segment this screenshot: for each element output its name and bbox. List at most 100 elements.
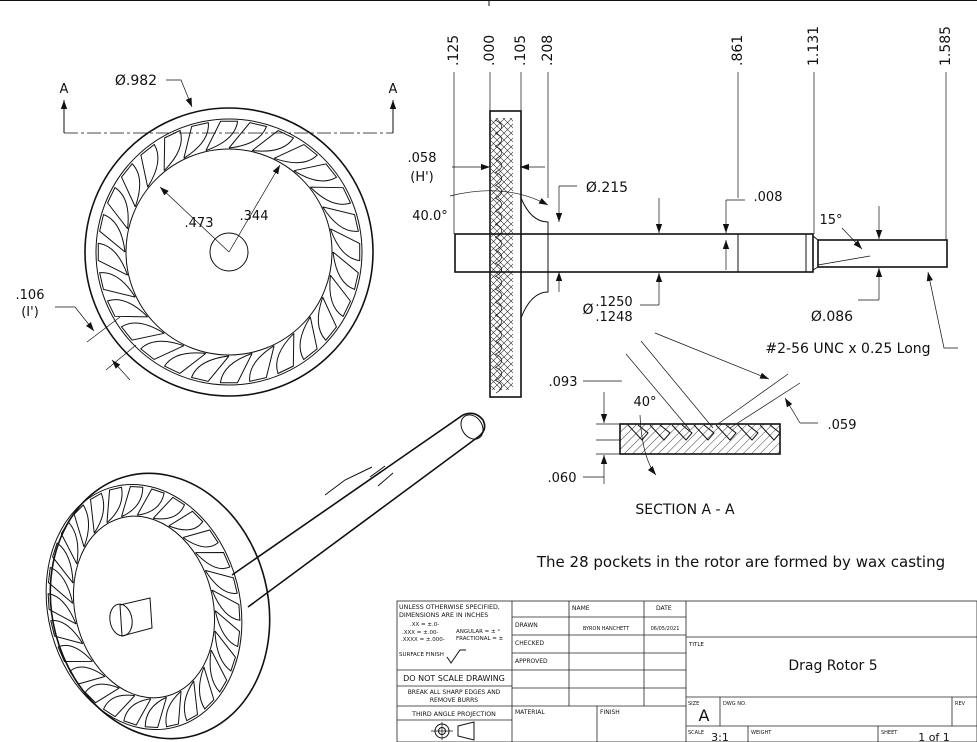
disc-pocket xyxy=(494,314,503,329)
pocket-depth-label: .106 xyxy=(16,288,45,303)
pocket xyxy=(249,345,275,382)
iso-pocket xyxy=(50,620,84,645)
tb-row-checked: CHECKED xyxy=(515,640,544,647)
pocket xyxy=(332,251,359,291)
disc-pocket-outlines xyxy=(494,119,503,394)
tb-break-edges-2: REMOVE BURRS xyxy=(430,697,478,704)
diameter-leader xyxy=(166,79,193,108)
section-pocket xyxy=(737,424,759,441)
third-angle-projection-icon xyxy=(431,721,475,741)
tb-size: A xyxy=(699,706,710,725)
rotor-pocket-hatch xyxy=(491,118,513,390)
shaft-tip xyxy=(817,239,948,268)
disc-pocket xyxy=(494,301,503,316)
iso-pocket xyxy=(183,680,199,722)
pocket xyxy=(120,163,141,208)
iso-pocket xyxy=(211,589,241,621)
pocket xyxy=(163,129,182,172)
front-view: A A .473 .344 Ø.982 .106 (I') xyxy=(16,73,398,397)
pocket xyxy=(99,272,136,298)
pocket xyxy=(183,122,209,159)
tb-row-approved: APPROVED xyxy=(515,658,548,665)
pocket-depth-ext-1 xyxy=(86,316,121,343)
disc-pocket xyxy=(494,223,503,238)
pocket xyxy=(329,274,352,318)
top-dim-label: 1.585 xyxy=(938,26,954,66)
pocket xyxy=(120,322,165,341)
iso-wheel-face xyxy=(45,483,243,731)
iso-pocket xyxy=(204,569,238,594)
disc-pocket xyxy=(494,340,503,355)
iso-pocket xyxy=(121,485,144,518)
iso-pocket xyxy=(102,694,136,718)
iso-wheel-pockets xyxy=(47,485,241,729)
section-pocket xyxy=(759,424,781,441)
section-dim-b-arrow xyxy=(784,397,801,424)
iso-hub-face xyxy=(109,603,133,637)
tb-scale-label: SCALE xyxy=(688,730,704,736)
pocket-depth-symbol: (I') xyxy=(21,305,39,320)
disc-pocket xyxy=(494,288,503,303)
pocket-depth-arrow-top xyxy=(74,306,95,332)
pocket xyxy=(140,143,159,188)
h-dim-symbol: (H') xyxy=(410,170,434,185)
section-dim-93-arrow xyxy=(654,332,770,380)
disc-pocket xyxy=(494,262,503,277)
tb-tol-xxx: .XXXX = ±.000- xyxy=(401,637,445,643)
tb-finish: FINISH xyxy=(600,709,620,716)
top-dim-label: .208 xyxy=(540,35,556,66)
section-pocket xyxy=(627,424,649,441)
rotor-rim-inner-edge xyxy=(95,118,363,386)
iso-pocket xyxy=(214,610,241,648)
hub-fillet xyxy=(520,197,549,319)
surface-finish-symbol-icon xyxy=(446,649,466,664)
tb-drawn-name: BYRON HANCHETT xyxy=(583,626,630,632)
pocket-depth-arrow-bottom xyxy=(111,359,131,381)
tb-tol-x: .XX = ±.0- xyxy=(410,622,439,628)
iso-pocket xyxy=(165,690,182,728)
tb-weight-label: WEIGHT xyxy=(751,730,772,736)
casting-note: The 28 pockets in the rotor are formed b… xyxy=(536,553,945,571)
iso-pocket xyxy=(168,510,204,531)
iso-pocket xyxy=(106,486,123,524)
tb-rev-label: REV xyxy=(955,701,966,707)
pocket xyxy=(205,120,239,152)
section-dim-b: .059 xyxy=(828,418,857,433)
disc-pocket xyxy=(494,353,503,368)
rotor-disc-profile xyxy=(489,110,522,398)
pocket xyxy=(322,206,359,232)
iso-hub-body xyxy=(119,597,153,637)
pocket xyxy=(228,122,268,149)
tb-projection: THIRD ANGLE PROJECTION xyxy=(411,711,496,718)
tb-col-name: NAME xyxy=(572,605,590,612)
disc-pocket xyxy=(494,236,503,251)
shaft-dia-lower: .1248 xyxy=(595,310,632,325)
iso-pocket xyxy=(198,666,215,710)
top-dim-label: .105 xyxy=(513,35,529,66)
tb-row-drawn: DRAWN xyxy=(515,622,538,629)
pocket-depth-ext-2 xyxy=(105,344,137,371)
section-dim-a: .093 xyxy=(549,375,578,390)
pocket xyxy=(276,332,295,375)
section-pockets xyxy=(627,424,781,441)
pocket xyxy=(99,213,126,253)
tb-tol-header-2: DIMENSIONS ARE IN INCHES xyxy=(399,612,488,619)
angle-label: 40.0° xyxy=(412,209,447,224)
pocket xyxy=(299,316,318,361)
iso-pocket xyxy=(214,630,236,672)
tb-surface-finish: SURFACE FINISH xyxy=(399,652,444,658)
pocket xyxy=(309,186,352,205)
iso-shaft xyxy=(231,412,486,608)
disc-pocket xyxy=(494,327,503,342)
tb-drawn-date: 06/05/2021 xyxy=(651,626,680,632)
top-dim-label: .125 xyxy=(446,35,462,66)
rotor-pockets xyxy=(97,120,361,384)
tip-chamfer-top xyxy=(812,235,819,241)
pocket xyxy=(140,340,185,361)
iso-shaft-flat xyxy=(324,466,373,496)
title-block-frame xyxy=(396,600,977,742)
iso-pocket xyxy=(73,504,90,548)
section-label-left: A xyxy=(60,82,69,97)
section-title: SECTION A - A xyxy=(635,502,735,518)
